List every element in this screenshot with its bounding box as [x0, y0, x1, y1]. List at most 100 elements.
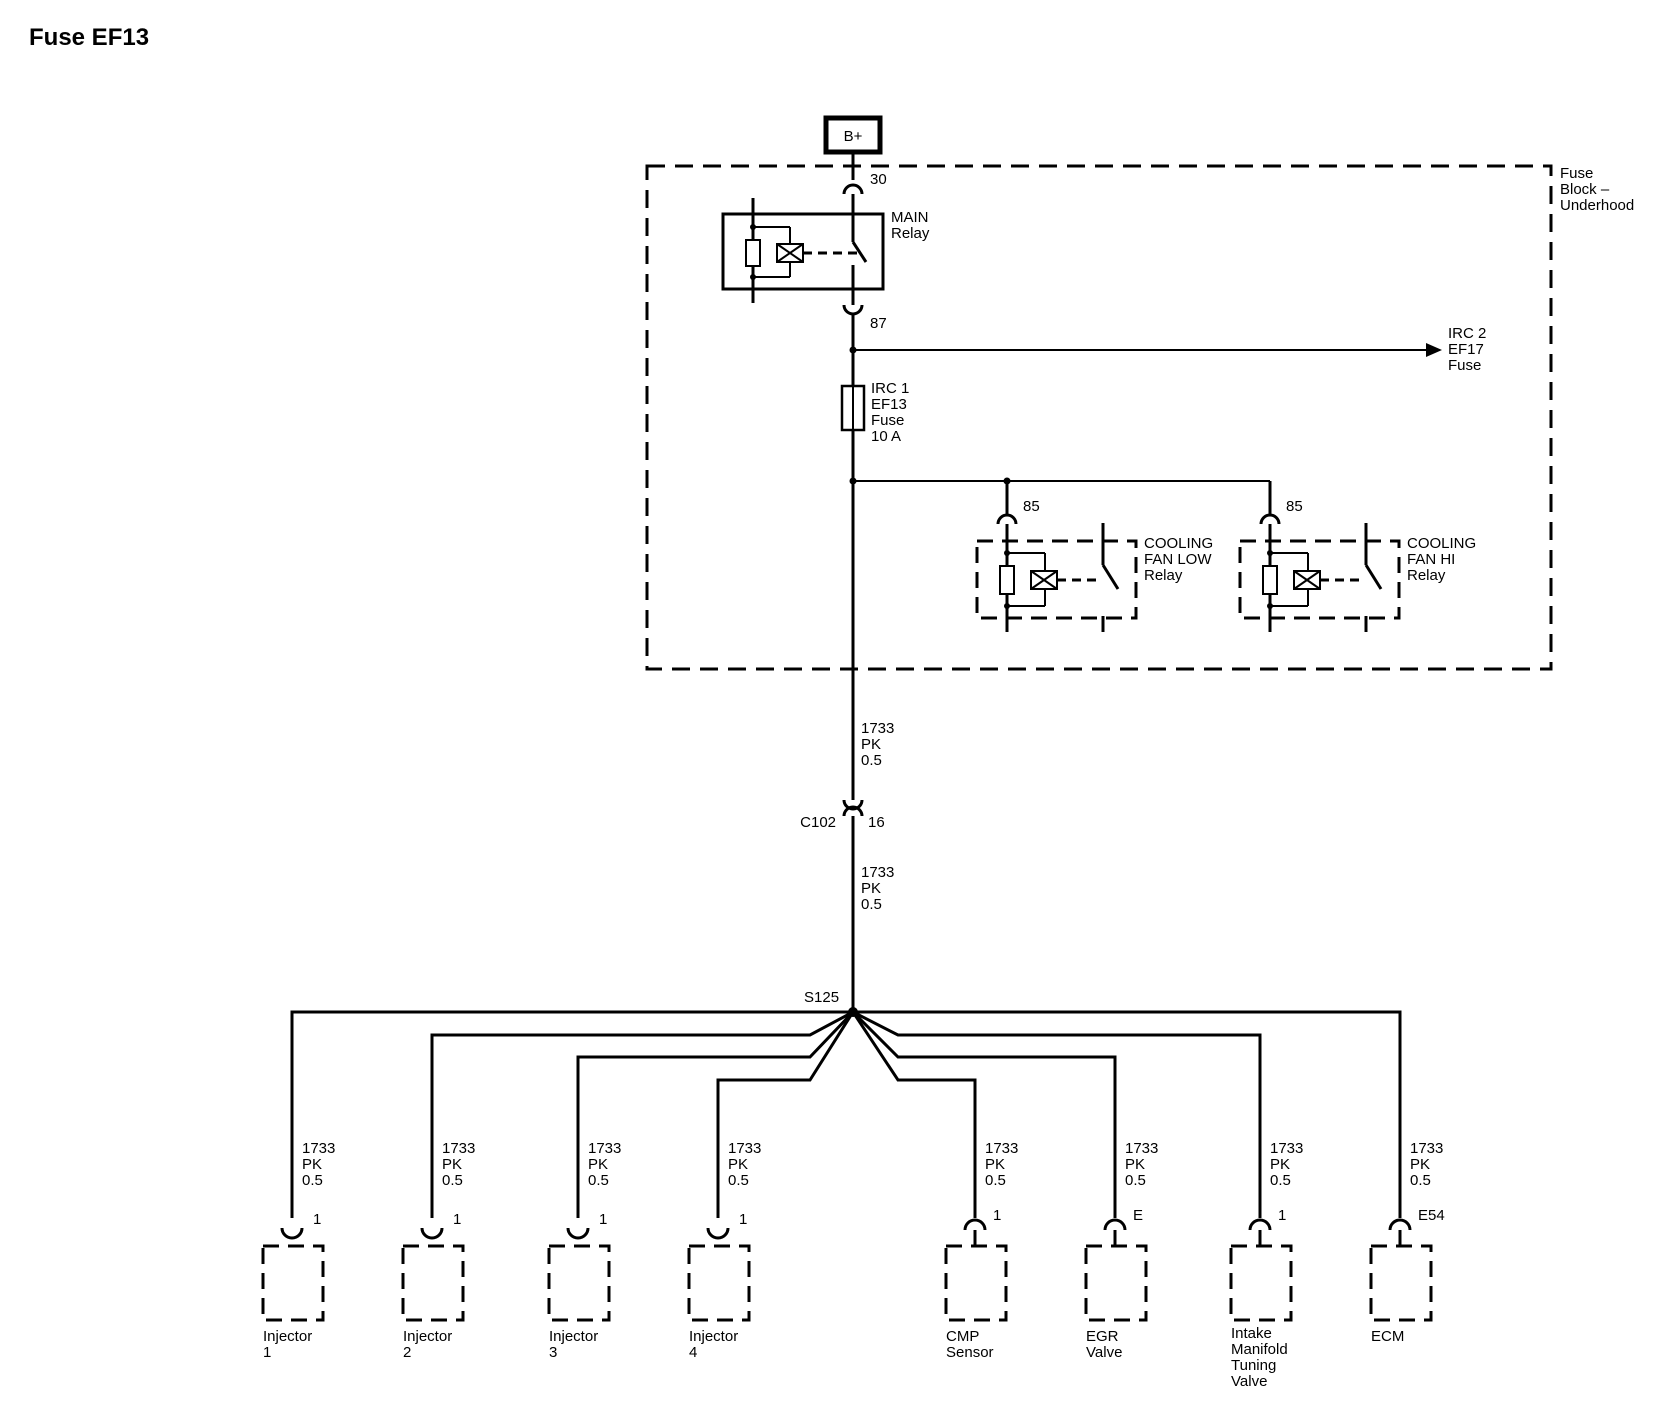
load-cmp-sensor: 1733 PK 0.5 1 CMP Sensor [944, 1140, 1018, 1361]
fuse-label-3: Fuse [871, 412, 904, 429]
fuse-block-label-3: Underhood [1560, 197, 1634, 214]
fan-hi-pin: 85 [1286, 498, 1303, 515]
cooling-fan-hi-relay: 85 COOLING FAN HI Relay [1238, 498, 1476, 632]
main-relay: 30 MAIN Relay 87 [721, 171, 930, 332]
load-wire-label: 1733 [302, 1140, 335, 1157]
fan-low-label-2: FAN LOW [1144, 551, 1212, 568]
fuse-ef13: IRC 1 EF13 Fuse 10 A [840, 380, 909, 445]
load-ecm: 1733 PK 0.5 E54 ECM [1369, 1140, 1445, 1345]
irc2-label-1: IRC 2 [1448, 325, 1486, 342]
wire-upper-label-3: 0.5 [861, 752, 882, 769]
load-wire-label: 0.5 [1410, 1172, 1431, 1189]
load-pin: 1 [313, 1211, 321, 1228]
load-pin: 1 [599, 1211, 607, 1228]
load-wire-label: 0.5 [588, 1172, 609, 1189]
fan-low-label-1: COOLING [1144, 535, 1213, 552]
load-intake-manifold-tuning-valve: 1733 PK 0.5 1 Intake Manifold Tuning Val… [1229, 1140, 1303, 1390]
load-wire-label: 1733 [442, 1140, 475, 1157]
wire-upper-label-1: 1733 [861, 720, 894, 737]
fuse-label-1: IRC 1 [871, 380, 909, 397]
load-wire-label: 1733 [588, 1140, 621, 1157]
load-label: 4 [689, 1344, 697, 1361]
load-label: EGR [1086, 1328, 1119, 1345]
fuse-label-4: 10 A [871, 428, 901, 445]
load-label: 1 [263, 1344, 271, 1361]
load-wire-label: 1733 [1270, 1140, 1303, 1157]
main-relay-pin-out: 87 [870, 315, 887, 332]
connector-c102: C102 16 [800, 799, 885, 831]
fan-hi-label-3: Relay [1407, 567, 1446, 584]
load-wire-label: 0.5 [442, 1172, 463, 1189]
wire-lower-label-3: 0.5 [861, 896, 882, 913]
load-label: CMP [946, 1328, 979, 1345]
load-label: Intake [1231, 1325, 1272, 1342]
load-wire-label: PK [1125, 1156, 1145, 1173]
load-label: Sensor [946, 1344, 994, 1361]
load-label: Valve [1086, 1344, 1122, 1361]
load-label: Manifold [1231, 1341, 1288, 1358]
splice-fanout [290, 1010, 1402, 1218]
load-label: 2 [403, 1344, 411, 1361]
wire-lower-label-2: PK [861, 880, 881, 897]
load-wire-label: 0.5 [1270, 1172, 1291, 1189]
load-wire-label: PK [728, 1156, 748, 1173]
load-pin: 1 [1278, 1207, 1286, 1224]
main-relay-label-1: MAIN [891, 209, 929, 226]
fuse-block-label-2: Block – [1560, 181, 1610, 198]
load-pin: E [1133, 1207, 1143, 1224]
load-wire-label: 0.5 [985, 1172, 1006, 1189]
load-label: ECM [1371, 1328, 1404, 1345]
wire-upper-label-2: PK [861, 736, 881, 753]
load-label: Injector [403, 1328, 452, 1345]
load-wire-label: PK [985, 1156, 1005, 1173]
main-relay-label-2: Relay [891, 225, 930, 242]
load-label: Injector [549, 1328, 598, 1345]
load-wire-label: 1733 [728, 1140, 761, 1157]
load-label: Valve [1231, 1373, 1267, 1390]
load-wire-label: PK [302, 1156, 322, 1173]
cooling-fan-low-relay: 85 COOLING FAN LOW Relay [975, 498, 1213, 632]
load-wire-label: PK [588, 1156, 608, 1173]
load-pin: 1 [993, 1207, 1001, 1224]
load-wire-label: 0.5 [728, 1172, 749, 1189]
connector-pin: 16 [868, 814, 885, 831]
load-pin: E54 [1418, 1207, 1445, 1224]
fuse-block-label-1: Fuse [1560, 165, 1593, 182]
load-label: Injector [263, 1328, 312, 1345]
irc2-label-3: Fuse [1448, 357, 1481, 374]
fan-low-pin: 85 [1023, 498, 1040, 515]
arrow-icon [1426, 343, 1442, 357]
irc2-label-2: EF17 [1448, 341, 1484, 358]
load-wire-label: 1733 [1125, 1140, 1158, 1157]
main-relay-pin-in: 30 [870, 171, 887, 188]
load-label: Injector [689, 1328, 738, 1345]
load-egr-valve: 1733 PK 0.5 E EGR Valve [1084, 1140, 1158, 1361]
load-pin: 1 [739, 1211, 747, 1228]
load-wire-label: 0.5 [1125, 1172, 1146, 1189]
load-label: 3 [549, 1344, 557, 1361]
load-injector-1: 1733 PK 0.5 1 Injector 1 [261, 1140, 335, 1361]
fuse-block-border [645, 164, 1553, 671]
connector-name: C102 [800, 814, 836, 831]
load-wire-label: PK [1410, 1156, 1430, 1173]
load-wire-label: 0.5 [302, 1172, 323, 1189]
battery-terminal: B+ [823, 115, 883, 155]
load-pin: 1 [453, 1211, 461, 1228]
battery-label: B+ [844, 128, 863, 145]
load-injector-2: 1733 PK 0.5 1 Injector 2 [401, 1140, 475, 1361]
load-wire-label: PK [1270, 1156, 1290, 1173]
fuse-label-2: EF13 [871, 396, 907, 413]
fan-low-label-3: Relay [1144, 567, 1183, 584]
load-injector-4: 1733 PK 0.5 1 Injector 4 [687, 1140, 761, 1361]
wire-lower-label-1: 1733 [861, 864, 894, 881]
load-wire-label: PK [442, 1156, 462, 1173]
load-wire-label: 1733 [985, 1140, 1018, 1157]
splice-label: S125 [804, 989, 839, 1006]
load-wire-label: 1733 [1410, 1140, 1443, 1157]
fan-hi-label-2: FAN HI [1407, 551, 1455, 568]
fan-hi-label-1: COOLING [1407, 535, 1476, 552]
load-label: Tuning [1231, 1357, 1276, 1374]
page-title: Fuse EF13 [29, 24, 149, 51]
load-injector-3: 1733 PK 0.5 1 Injector 3 [547, 1140, 621, 1361]
